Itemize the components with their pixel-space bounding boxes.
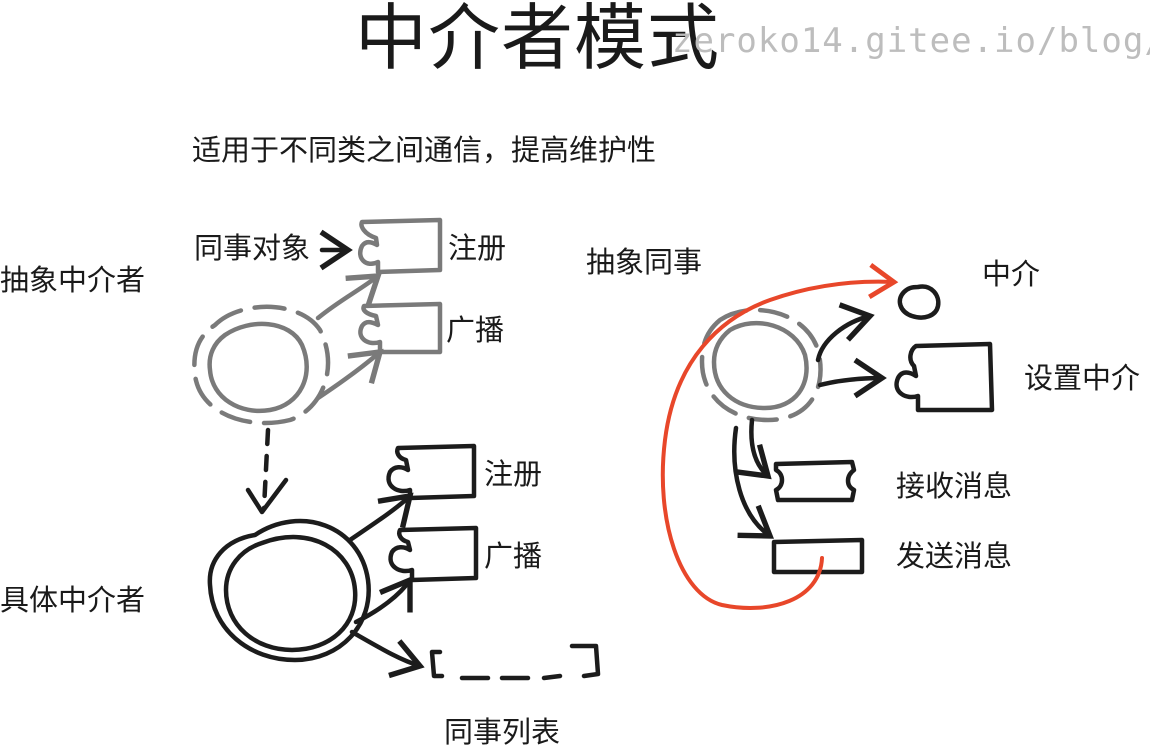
- label-colleague-list: 同事列表: [444, 715, 561, 749]
- message-flow-curve: [660, 262, 899, 610]
- label-send-message: 发送消息: [896, 539, 1013, 573]
- colleague-list-box: [429, 643, 601, 681]
- colleague-list-arrow: [349, 629, 425, 679]
- label-set-mediator: 设置中介: [1024, 361, 1141, 395]
- set-mediator-arrow: [817, 357, 887, 399]
- abstract-mediator-circle: [192, 304, 331, 426]
- inheritance-arrowhead: [245, 477, 289, 515]
- broadcast-1-arrow: [315, 348, 384, 401]
- concrete-mediator-circle: [207, 518, 371, 663]
- receive-message-box: [773, 459, 857, 503]
- label-broadcast-1: 广播: [446, 313, 505, 347]
- label-abstract-mediator: 抽象中介者: [0, 263, 146, 297]
- label-register-1: 注册: [448, 231, 507, 265]
- abstract-colleague-circle: [699, 307, 823, 423]
- label-colleague-object: 同事对象: [194, 231, 311, 265]
- set-mediator-puzzle: [894, 341, 995, 413]
- watermark-url: zeroko14.gitee.io/blog/: [672, 21, 1150, 61]
- register-1-arrow: [315, 273, 382, 321]
- subtitle: 适用于不同类之间通信，提高维护性: [192, 133, 657, 167]
- label-receive-message: 接收消息: [896, 469, 1013, 503]
- label-abstract-colleague: 抽象同事: [586, 245, 703, 279]
- register-1-puzzle: [358, 217, 443, 275]
- label-register-2: 注册: [484, 457, 543, 491]
- page-title: 中介者模式: [355, 0, 721, 80]
- register-2-arrow: [347, 492, 414, 543]
- label-mediator: 中介: [982, 257, 1041, 291]
- inheritance-arrow: [261, 427, 271, 511]
- label-concrete-mediator: 具体中介者: [0, 583, 146, 617]
- receive-message-arrow: [735, 417, 772, 480]
- mediator-circle: [897, 284, 941, 320]
- broadcast-2-puzzle: [388, 525, 479, 583]
- register-2-puzzle: [386, 443, 477, 501]
- send-message-arrow: [732, 425, 774, 539]
- send-message-box: [771, 537, 865, 575]
- broadcast-2-arrow: [353, 575, 413, 625]
- broadcast-1-puzzle: [358, 301, 443, 355]
- mediator-arrow: [815, 302, 875, 363]
- label-broadcast-2: 广播: [484, 539, 543, 573]
